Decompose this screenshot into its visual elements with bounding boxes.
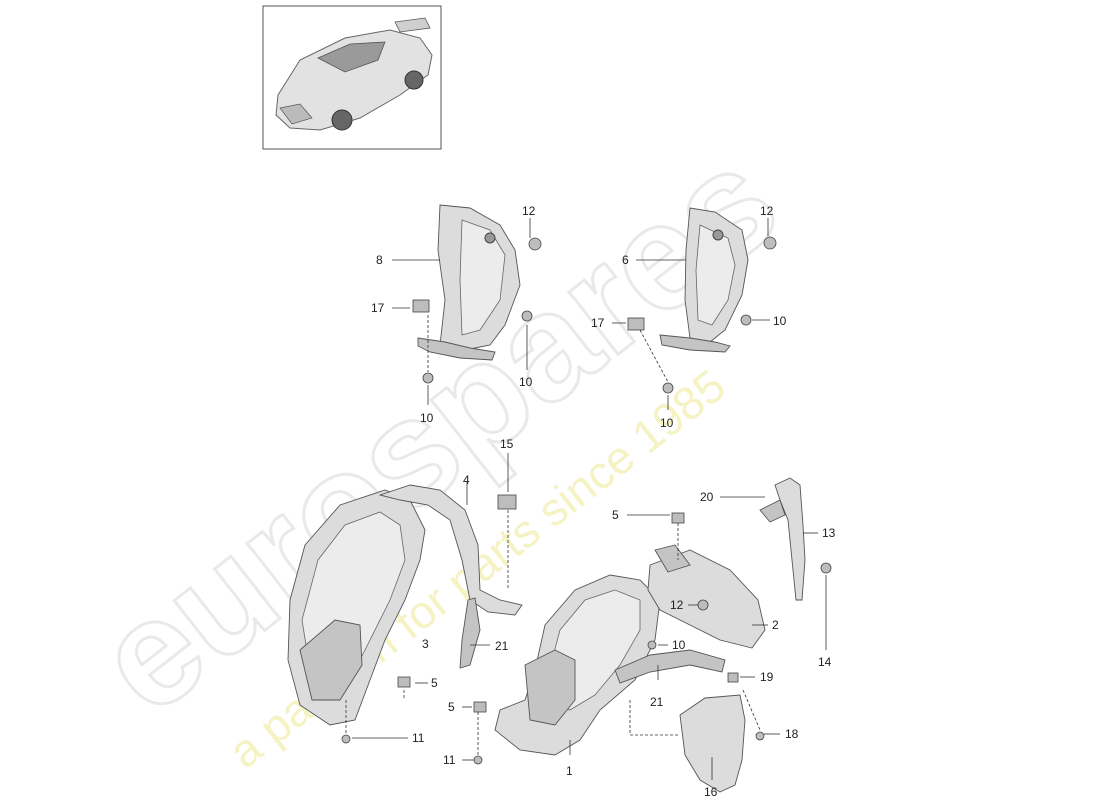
callout-12[interactable]: 12	[760, 204, 774, 218]
leader-lines	[345, 218, 827, 780]
clip-15[interactable]	[497, 494, 517, 510]
fastener-10-d[interactable]	[662, 382, 674, 394]
part-16-liner-insert[interactable]	[679, 694, 746, 793]
vehicle-thumbnail[interactable]	[262, 5, 442, 150]
fastener-11-center[interactable]	[473, 755, 483, 765]
callout-21[interactable]: 21	[495, 639, 509, 653]
callout-19[interactable]: 19	[760, 670, 774, 684]
callout-15[interactable]: 15	[500, 437, 514, 451]
callout-14[interactable]: 14	[818, 655, 832, 669]
callout-21[interactable]: 21	[650, 695, 664, 709]
part-1-wheelhouse-liner[interactable]	[494, 574, 661, 756]
callout-1[interactable]: 1	[566, 764, 573, 778]
part-4-wheel-arch-trim[interactable]	[378, 484, 523, 616]
part-20-bracket[interactable]	[759, 499, 786, 523]
clip-19[interactable]	[727, 672, 739, 683]
clip-17-left[interactable]	[412, 299, 430, 313]
callout-20[interactable]: 20	[700, 490, 714, 504]
callout-5[interactable]: 5	[448, 700, 455, 714]
fastener-10-b[interactable]	[422, 372, 434, 384]
fastener-11-left[interactable]	[341, 734, 351, 744]
fastener-10-e[interactable]	[647, 640, 657, 650]
fastener-14[interactable]	[820, 562, 832, 574]
part-13-trim-strip[interactable]	[774, 477, 806, 601]
fastener-10-a[interactable]	[521, 310, 533, 322]
fastener-12-left[interactable]	[528, 237, 542, 251]
callout-6[interactable]: 6	[622, 253, 629, 267]
callout-13[interactable]: 13	[822, 526, 836, 540]
callout-11[interactable]: 11	[412, 731, 425, 745]
sports-car-icon	[275, 17, 433, 131]
clip-5-left[interactable]	[397, 676, 411, 688]
part-8-rear-wheelhouse-liner-left[interactable]	[417, 204, 521, 361]
part-2-wheelhouse-liner-section[interactable]	[647, 544, 766, 649]
callout-labels: 12 8 17 10 10 12 6 17 10 10 15 4 3 5 21 …	[371, 204, 836, 799]
fastener-18[interactable]	[755, 731, 765, 741]
callout-10[interactable]: 10	[660, 416, 674, 430]
part-21-bracket-left[interactable]	[459, 597, 481, 669]
callout-5[interactable]: 5	[431, 676, 438, 690]
callout-10[interactable]: 10	[773, 314, 787, 328]
callout-10[interactable]: 10	[420, 411, 434, 425]
part-3-front-wheelhouse-liner[interactable]	[287, 489, 426, 726]
fastener-12-bottom[interactable]	[697, 599, 709, 611]
callout-8[interactable]: 8	[376, 253, 383, 267]
callout-17[interactable]: 17	[591, 316, 605, 330]
callout-3[interactable]: 3	[422, 637, 429, 651]
callout-17[interactable]: 17	[371, 301, 385, 315]
callout-10[interactable]: 10	[519, 375, 533, 389]
callout-18[interactable]: 18	[785, 727, 799, 741]
callout-11[interactable]: 11	[443, 753, 456, 767]
clip-5-center[interactable]	[473, 701, 487, 713]
callout-16[interactable]: 16	[704, 785, 718, 799]
callout-12[interactable]: 12	[670, 598, 684, 612]
callout-2[interactable]: 2	[772, 618, 779, 632]
callout-5[interactable]: 5	[612, 508, 619, 522]
part-6-rear-wheelhouse-liner-right[interactable]	[659, 207, 749, 353]
clip-5-right[interactable]	[671, 512, 685, 524]
part-21-bracket-right[interactable]	[614, 649, 726, 684]
fastener-10-c[interactable]	[740, 314, 752, 326]
fastener-12-right[interactable]	[763, 236, 777, 250]
callout-10[interactable]: 10	[672, 638, 686, 652]
clip-17-right[interactable]	[627, 317, 645, 331]
callout-4[interactable]: 4	[463, 473, 470, 487]
callout-12[interactable]: 12	[522, 204, 536, 218]
